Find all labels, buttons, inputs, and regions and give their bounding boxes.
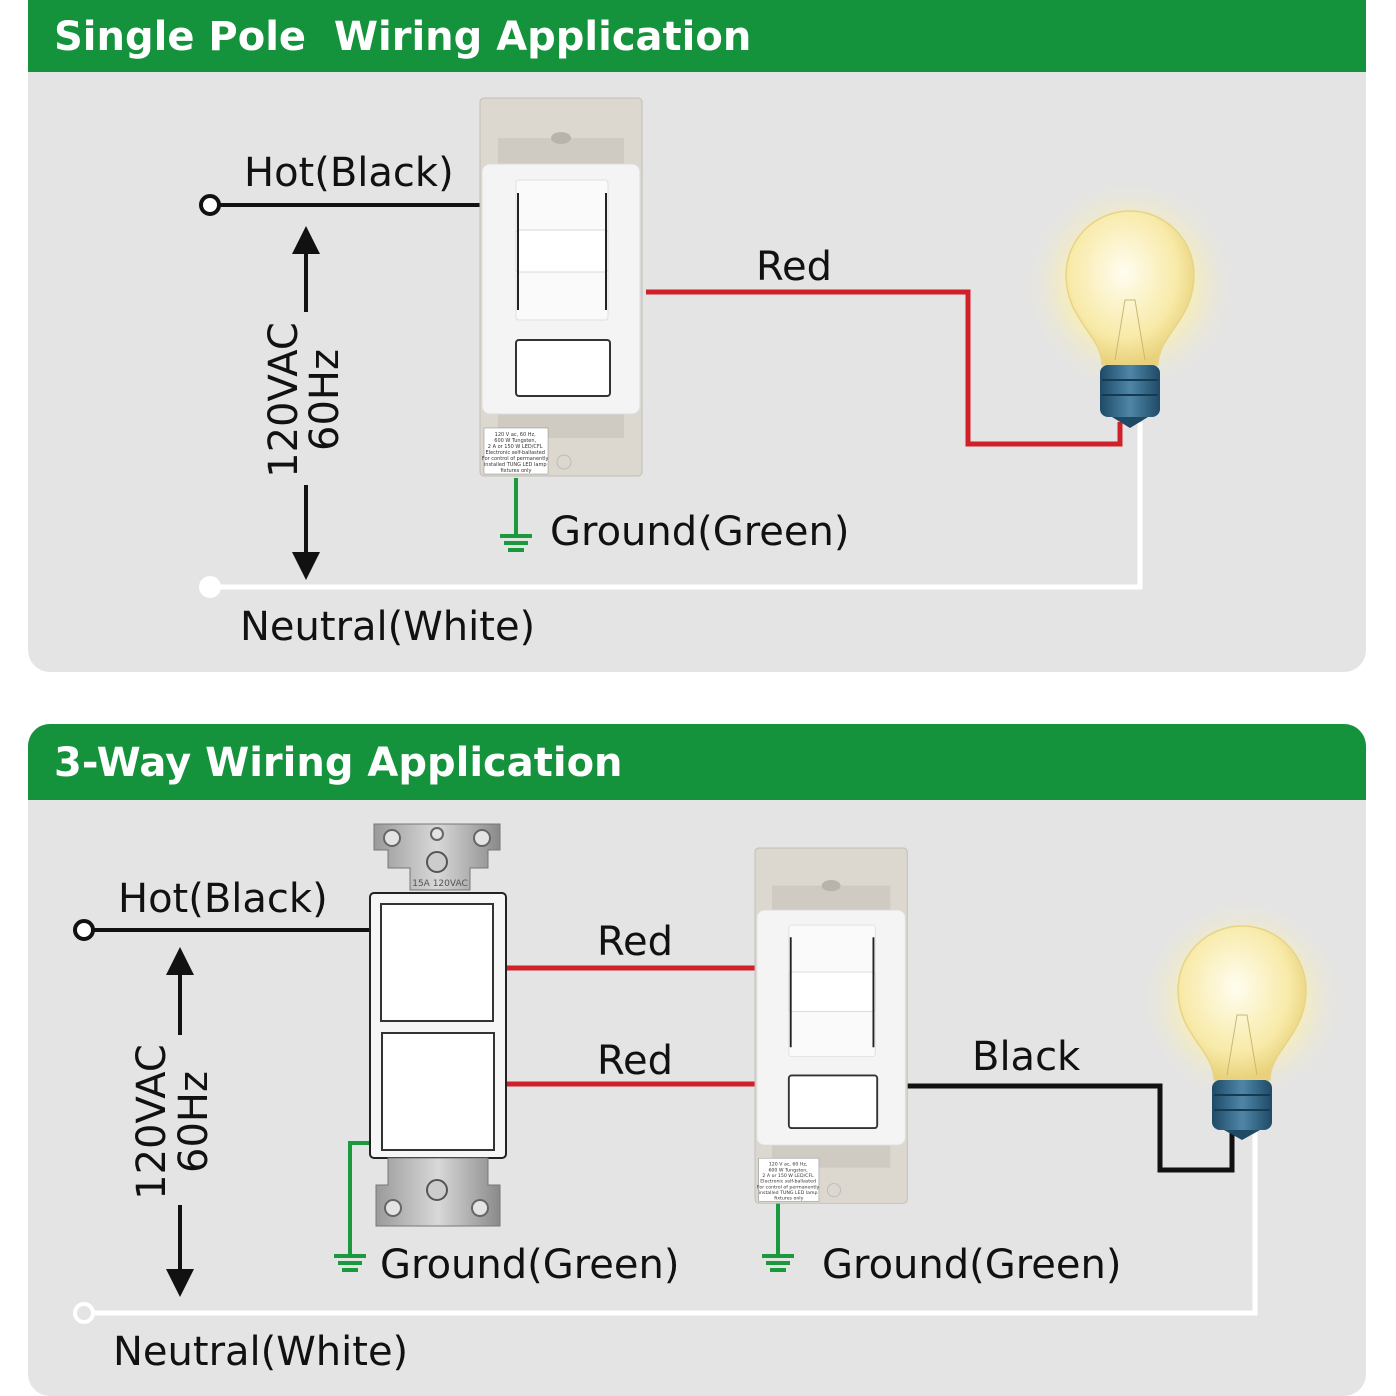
hot-label: Hot(Black) (244, 150, 454, 196)
rocker-2 (381, 1032, 495, 1151)
neutral-wire (92, 1132, 1258, 1316)
ground-icon (334, 1254, 366, 1272)
hot-terminal (73, 919, 95, 941)
ground-wire-1 (348, 1141, 372, 1256)
screw-icon (426, 1179, 448, 1201)
dimmer-slider (515, 229, 609, 273)
hot-terminal (199, 194, 221, 216)
voltage-label: 120VAC (261, 322, 307, 478)
svg-text:120 V ac, 60 Hz, 600 W: 120 V ac, 60 Hz, 600 W Tungsten, 2 A or … (482, 432, 550, 474)
switch-rating: 15A 120VAC (412, 879, 468, 889)
dimmer-toggle-button (515, 339, 611, 397)
hot-label: Hot(Black) (118, 876, 328, 922)
dimmer-switch: 120 V ac, 60 Hz, 600 W Tungsten, 2 A or … (754, 847, 908, 1204)
double-rocker-switch: 15A 120VAC (369, 823, 507, 1227)
neutral-label: Neutral(White) (113, 1329, 408, 1375)
red-label: Red (756, 244, 832, 290)
neutral-label: Neutral(White) (240, 604, 535, 650)
neutral-wire (218, 422, 1143, 590)
svg-text:120 V ac, 60 Hz, 600 W: 120 V ac, 60 Hz, 600 W Tungsten, 2 A or … (757, 1162, 821, 1202)
ground-label-2: Ground(Green) (822, 1242, 1121, 1288)
light-bulb-icon (1137, 895, 1347, 1140)
frequency-label: 60Hz (302, 349, 348, 451)
three-way-panel: 3-Way Wiring Application Hot(Black) Red … (28, 724, 1366, 1396)
panel-title: Single Pole Wiring Application (54, 14, 751, 60)
single-pole-panel: Single Pole Wiring Application Hot(Black… (28, 0, 1366, 672)
dimmer-slider (788, 971, 876, 1013)
dimmer-rating-label (483, 427, 549, 475)
panel-header (28, 724, 1366, 800)
black-wire (906, 1083, 1235, 1173)
screw-icon (426, 851, 448, 873)
red-label-2: Red (597, 1038, 673, 1084)
neutral-terminal (201, 578, 219, 596)
panel-background (28, 724, 1366, 1396)
panel-title: 3-Way Wiring Application (54, 740, 623, 786)
panel-background (28, 0, 1366, 672)
rocker-1 (380, 903, 494, 1022)
light-bulb-icon (1020, 175, 1240, 428)
red-label-1: Red (597, 919, 673, 965)
dimmer-switch: 120 V ac, 60 Hz, 600 W Tungsten, 2 A or … (479, 97, 643, 477)
red-wire (646, 289, 1123, 447)
dimmer-toggle-button (787, 1074, 879, 1130)
dimmer-rating-label (758, 1157, 820, 1202)
ground-icon (762, 1254, 794, 1272)
neutral-terminal (73, 1302, 95, 1324)
voltage-label: 120VAC (129, 1044, 175, 1200)
ground-label: Ground(Green) (550, 509, 849, 555)
panel-header (28, 0, 1366, 72)
frequency-label: 60Hz (171, 1071, 217, 1173)
ground-icon (500, 534, 532, 552)
black-label: Black (972, 1034, 1081, 1080)
ground-label-1: Ground(Green) (380, 1242, 679, 1288)
